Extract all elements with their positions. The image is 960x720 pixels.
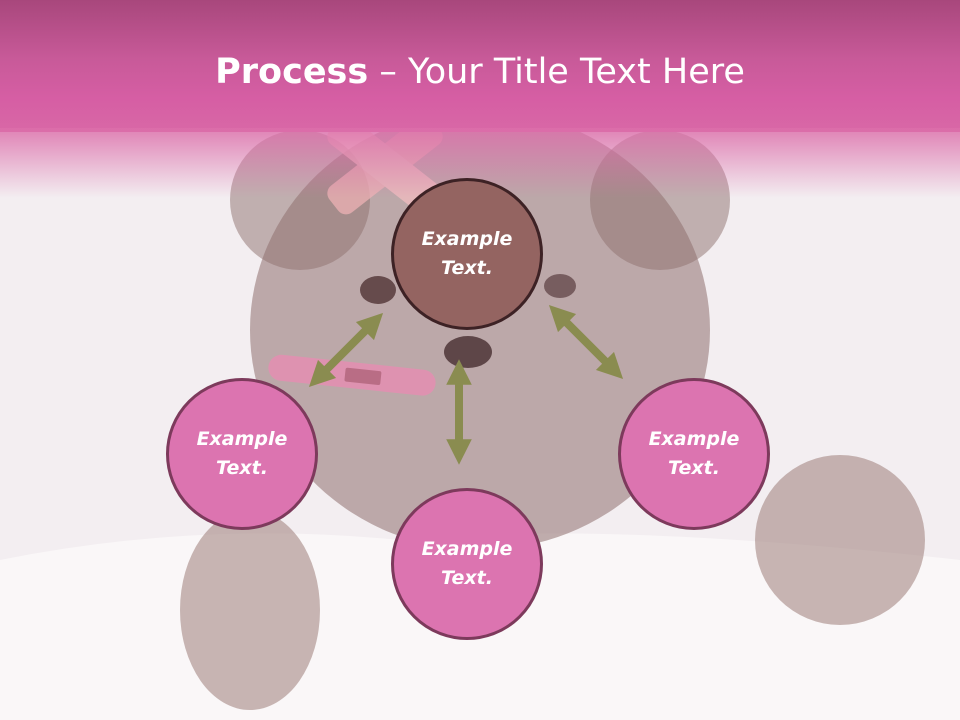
process-node-top: Example Text.	[391, 178, 543, 330]
process-node-right: Example Text.	[618, 378, 770, 530]
title-bold: Process	[215, 52, 369, 92]
slide-title: Process – Your Title Text Here	[0, 52, 960, 92]
arrow-top-left	[308, 312, 384, 388]
process-node-left: Example Text.	[166, 378, 318, 530]
node-label: Example Text.	[648, 428, 740, 479]
title-bar	[0, 0, 960, 132]
node-label: Example Text.	[421, 228, 513, 279]
arrow-top-right	[548, 304, 624, 380]
node-label: Example Text.	[196, 428, 288, 479]
title-separator: –	[368, 52, 408, 92]
title-rest: Your Title Text Here	[407, 52, 745, 92]
node-label: Example Text.	[421, 538, 513, 589]
process-node-bottom: Example Text.	[391, 488, 543, 640]
